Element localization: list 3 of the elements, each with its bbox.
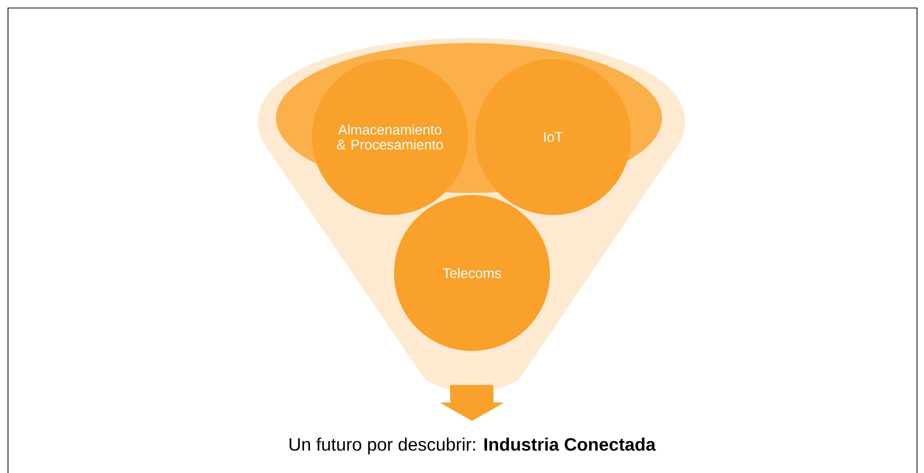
block-arrow xyxy=(440,384,504,421)
node-label: Telecoms xyxy=(442,268,501,278)
caption-text: Un futuro por descubrir: Industria Conectada xyxy=(290,438,656,454)
